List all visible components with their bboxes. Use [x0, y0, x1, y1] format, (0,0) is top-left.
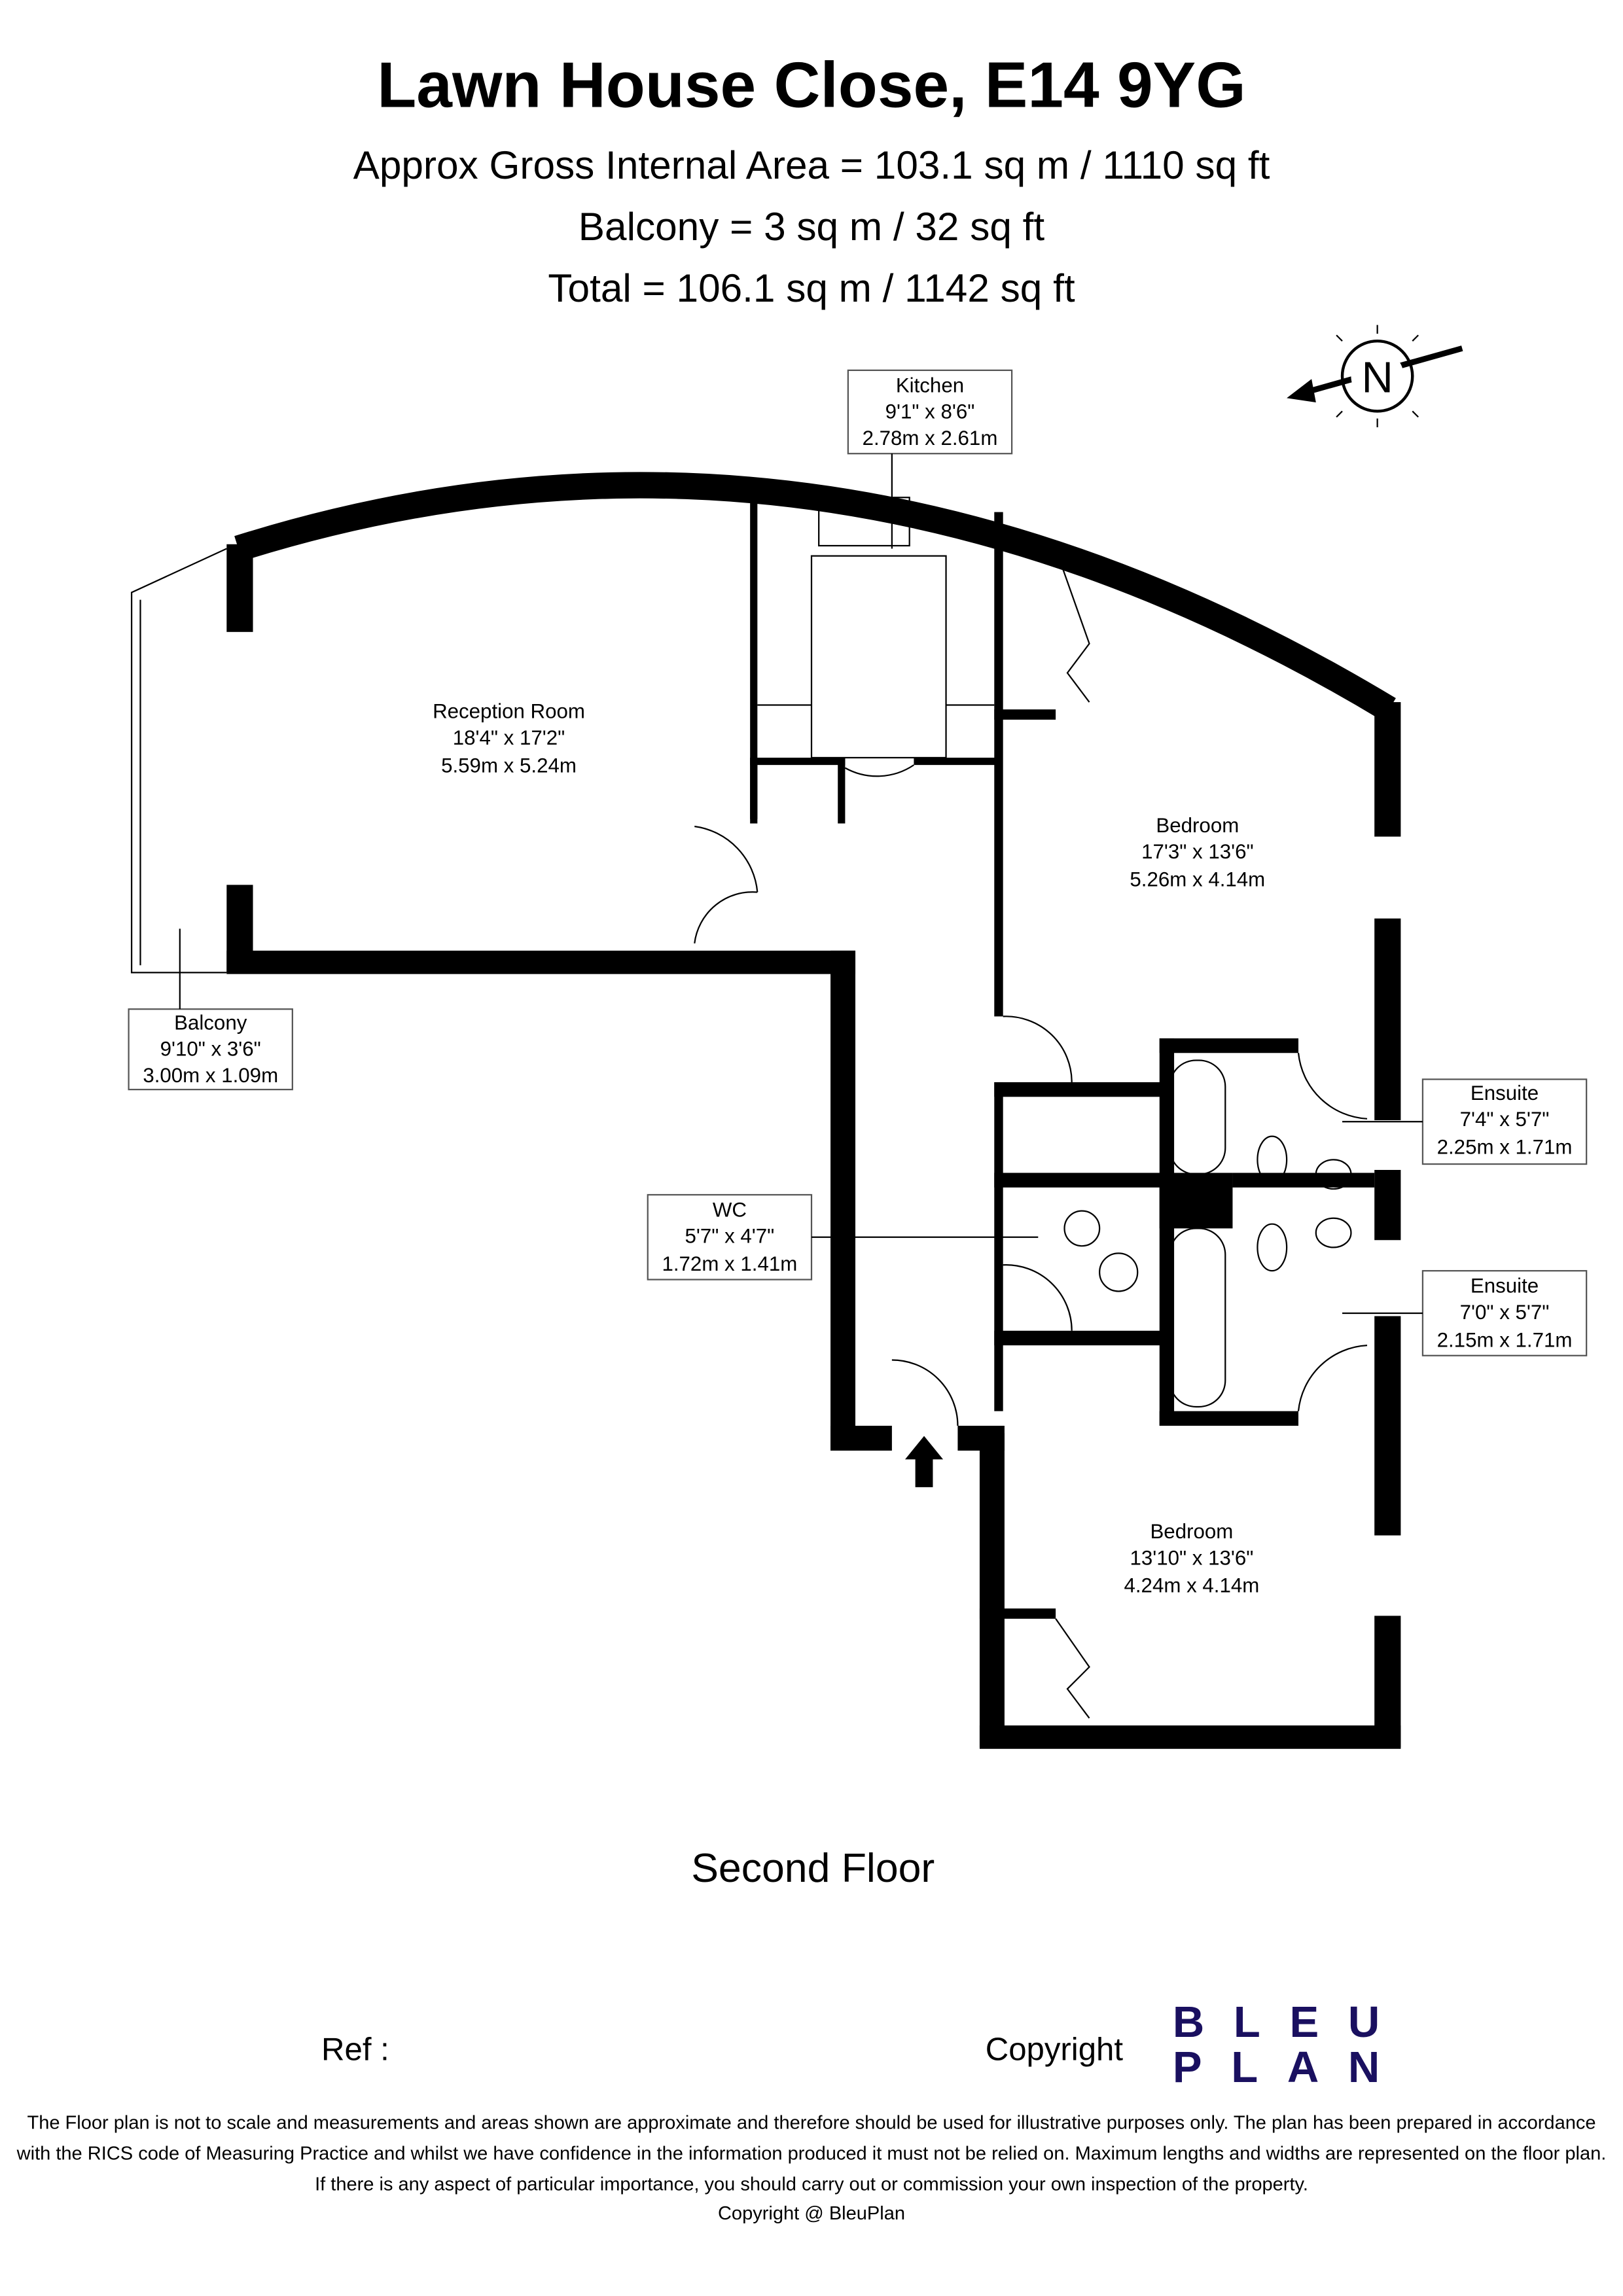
room-name: WC [713, 1199, 747, 1222]
room-dimensions-imperial: 7'4" x 5'7" [1460, 1108, 1550, 1131]
room-label-bedroom-1: Bedroom 17'3" x 13'6" 5.26m x 4.14m [1130, 814, 1265, 891]
bathtub-icon [1169, 1059, 1226, 1175]
room-label-wc: WC 5'7" x 4'7" 1.72m x 1.41m [647, 1193, 1039, 1280]
kitchen-counter [810, 555, 947, 759]
room-name: Bedroom [1150, 1520, 1233, 1543]
door [844, 764, 915, 777]
room-label-ensuite-2: Ensuite 7'0" x 5'7" 2.15m x 1.71m [1342, 1270, 1588, 1356]
room-dimensions-metric: 5.59m x 5.24m [441, 754, 577, 777]
room-dimensions-imperial: 18'4" x 17'2" [453, 726, 565, 749]
room-dimensions-metric: 2.25m x 1.71m [1437, 1135, 1573, 1158]
entrance-door [891, 1359, 959, 1426]
copyright-label: Copyright [986, 2032, 1124, 2068]
room-dimensions-imperial: 17'3" x 13'6" [1141, 840, 1253, 863]
room-label-ensuite-1: Ensuite 7'4" x 5'7" 2.25m x 1.71m [1342, 1078, 1588, 1165]
door [1003, 1264, 1073, 1331]
copyright-notice: Copyright @ BleuPlan [718, 2203, 905, 2224]
room-dimensions-metric: 2.78m x 2.61m [863, 427, 998, 450]
floor-label: Second Floor [691, 1845, 935, 1891]
disclaimer-line: If there is any aspect of particular imp… [315, 2174, 1308, 2195]
bathtub-icon [1169, 1227, 1226, 1408]
kitchen-sink-icon [818, 497, 910, 547]
north-compass-icon: N [1287, 325, 1463, 428]
total-area: Total = 106.1 sq m / 1142 sq ft [548, 266, 1075, 310]
logo-line-2: PLAN [1173, 2043, 1409, 2092]
logo-line-1: BLEU [1173, 1998, 1409, 2047]
room-label-bedroom-2: Bedroom 13'10" x 13'6" 4.24m x 4.14m [1124, 1520, 1259, 1597]
room-name: Ensuite [1471, 1082, 1539, 1104]
ref-label: Ref : [321, 2032, 389, 2068]
wardrobe-door [1055, 548, 1090, 703]
balcony-outline [130, 548, 227, 974]
bleuplan-logo: BLEU PLAN [1173, 1998, 1409, 2092]
room-dimensions-imperial: 7'0" x 5'7" [1460, 1301, 1550, 1324]
room-label-reception: Reception Room 18'4" x 17'2" 5.59m x 5.2… [433, 700, 585, 777]
room-name: Reception Room [433, 700, 585, 723]
toilet-icon [1257, 1223, 1288, 1272]
toilet-icon [1099, 1252, 1139, 1292]
room-dimensions-imperial: 9'1" x 8'6" [885, 400, 975, 423]
basin-icon [1315, 1159, 1352, 1190]
page-title: Lawn House Close, E14 9YG [377, 49, 1245, 121]
gross-internal-area: Approx Gross Internal Area = 103.1 sq m … [353, 143, 1270, 187]
room-name: Bedroom [1156, 814, 1239, 837]
room-dimensions-imperial: 13'10" x 13'6" [1130, 1546, 1253, 1569]
room-dimensions-metric: 4.24m x 4.14m [1124, 1574, 1259, 1597]
room-label-kitchen: Kitchen 9'1" x 8'6" 2.78m x 2.61m [847, 369, 1013, 549]
disclaimer-line: with the RICS code of Measuring Practice… [16, 2144, 1607, 2164]
room-dimensions-imperial: 9'10" x 3'6" [160, 1038, 261, 1061]
entrance-arrow-icon [904, 1436, 944, 1487]
toilet-icon [1257, 1135, 1288, 1184]
compass-north-label: N [1361, 353, 1393, 402]
door [1297, 1053, 1368, 1120]
room-name: Ensuite [1471, 1275, 1539, 1298]
room-dimensions-metric: 1.72m x 1.41m [662, 1252, 797, 1275]
door [1297, 1345, 1368, 1411]
room-dimensions-metric: 5.26m x 4.14m [1130, 868, 1265, 891]
room-dimensions-metric: 2.15m x 1.71m [1437, 1328, 1573, 1351]
double-door [694, 825, 758, 944]
balcony-area: Balcony = 3 sq m / 32 sq ft [579, 204, 1045, 249]
room-name: Kitchen [896, 374, 964, 397]
room-dimensions-metric: 3.00m x 1.09m [143, 1064, 278, 1087]
room-name: Balcony [174, 1012, 247, 1034]
basin-icon [1315, 1217, 1352, 1248]
wardrobe-door [1055, 1618, 1090, 1719]
room-dimensions-imperial: 5'7" x 4'7" [685, 1225, 775, 1248]
basin-icon [1063, 1210, 1101, 1247]
disclaimer-line: The Floor plan is not to scale and measu… [27, 2113, 1596, 2134]
room-label-balcony: Balcony 9'10" x 3'6" 3.00m x 1.09m [128, 928, 293, 1091]
fixtures [130, 497, 1368, 1719]
door [1003, 1016, 1073, 1082]
